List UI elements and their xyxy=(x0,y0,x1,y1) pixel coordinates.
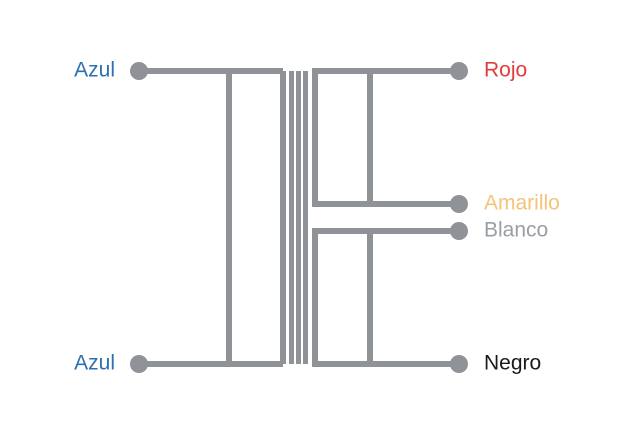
primary-bottom-terminal xyxy=(130,355,148,373)
secondary-lower-coil xyxy=(312,228,459,367)
secondary-black-terminal xyxy=(450,355,468,373)
secondary-upper-coil xyxy=(312,68,459,207)
core-bar-right xyxy=(303,71,308,364)
secondary-red-terminal xyxy=(450,62,468,80)
primary-bottom-label: Azul xyxy=(74,352,115,375)
primary-top-label: Azul xyxy=(74,59,115,82)
core-bar-middle xyxy=(296,71,301,364)
transformer-core xyxy=(289,71,308,364)
secondary-label-amarillo: Amarillo xyxy=(484,192,560,215)
secondary-upper-winding xyxy=(312,62,468,213)
secondary-label-rojo: Rojo xyxy=(484,59,527,82)
secondary-label-blanco: Blanco xyxy=(484,219,548,242)
secondary-yellow-terminal xyxy=(450,195,468,213)
core-bar-left xyxy=(289,71,294,364)
secondary-label-negro: Negro xyxy=(484,352,541,375)
primary-top-terminal xyxy=(130,62,148,80)
secondary-lower-winding xyxy=(312,222,468,373)
secondary-white-terminal xyxy=(450,222,468,240)
primary-winding xyxy=(130,62,286,373)
